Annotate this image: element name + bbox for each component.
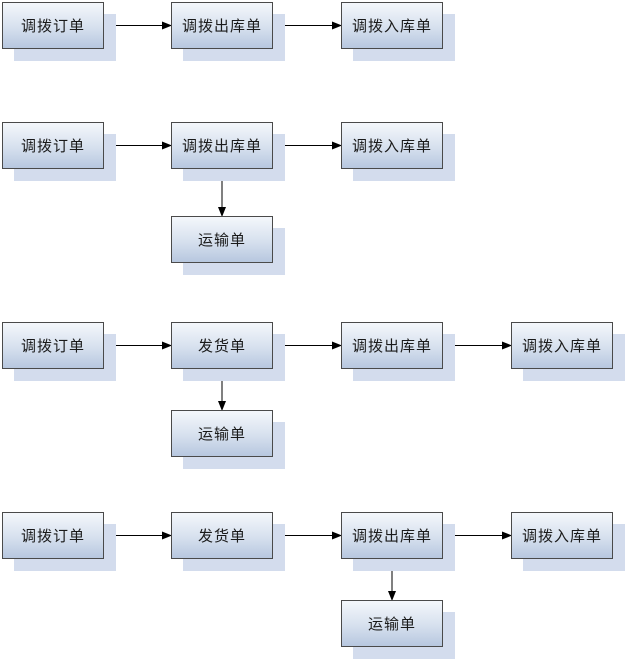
flow-node-f4-in: 调拨入库单 — [511, 512, 625, 571]
node-label: 调拨订单 — [2, 122, 104, 169]
node-label: 发货单 — [171, 512, 273, 559]
node-label: 调拨入库单 — [341, 122, 443, 169]
node-label: 调拨入库单 — [341, 2, 443, 49]
flow-node-f2-in: 调拨入库单 — [341, 122, 455, 181]
node-label: 调拨订单 — [2, 512, 104, 559]
node-label: 调拨出库单 — [171, 122, 273, 169]
flow-node-f3-ship: 运输单 — [171, 410, 285, 469]
flow-node-f2-out: 调拨出库单 — [171, 122, 285, 181]
node-label: 发货单 — [171, 322, 273, 369]
flow-node-f4-order: 调拨订单 — [2, 512, 116, 571]
flow-node-f4-out: 调拨出库单 — [341, 512, 455, 571]
flow-node-f3-order: 调拨订单 — [2, 322, 116, 381]
node-label: 调拨出库单 — [171, 2, 273, 49]
flow-node-f3-out: 调拨出库单 — [341, 322, 455, 381]
node-label: 调拨出库单 — [341, 512, 443, 559]
flow-node-f1-order: 调拨订单 — [2, 2, 116, 61]
node-label: 调拨出库单 — [341, 322, 443, 369]
node-label: 运输单 — [171, 410, 273, 457]
node-label: 运输单 — [341, 600, 443, 647]
node-label: 调拨入库单 — [511, 322, 613, 369]
flow-node-f1-out: 调拨出库单 — [171, 2, 285, 61]
node-label: 调拨订单 — [2, 2, 104, 49]
node-label: 运输单 — [171, 216, 273, 263]
flow-node-f4-delivery: 发货单 — [171, 512, 285, 571]
node-label: 调拨入库单 — [511, 512, 613, 559]
flow-node-f2-ship: 运输单 — [171, 216, 285, 275]
flow-node-f3-in: 调拨入库单 — [511, 322, 625, 381]
flow-node-f4-ship: 运输单 — [341, 600, 455, 659]
flow-node-f2-order: 调拨订单 — [2, 122, 116, 181]
node-label: 调拨订单 — [2, 322, 104, 369]
flow-node-f1-in: 调拨入库单 — [341, 2, 455, 61]
flow-node-f3-delivery: 发货单 — [171, 322, 285, 381]
